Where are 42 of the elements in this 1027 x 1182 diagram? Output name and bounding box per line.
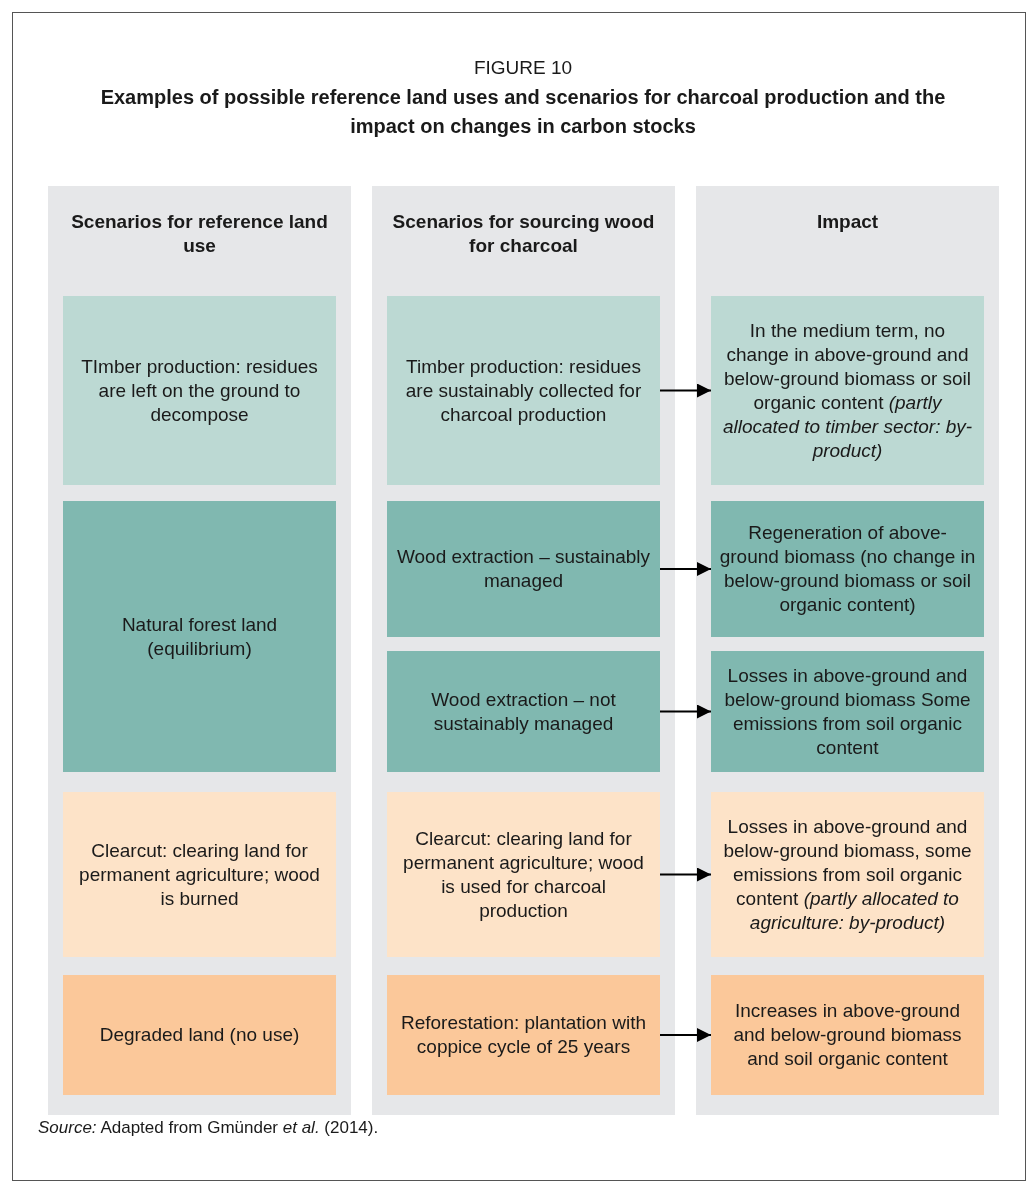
scenario-box xyxy=(711,651,984,772)
scenario-box xyxy=(63,792,336,957)
box-text: TImber production: residues are left on the ground to decompose xyxy=(80,354,319,427)
column-heading: Impact xyxy=(815,210,880,234)
arrow xyxy=(659,1028,712,1042)
arrow xyxy=(659,383,712,398)
scenario-box xyxy=(387,501,660,637)
box-text: Losses in above-ground and below-ground biomass, some emissions from soil organic content (partly allocated to agriculture: by-product) xyxy=(722,814,973,935)
box-text: In the medium term, no change in above-ground and below-ground biomass or soil organic content (partly allocated to timber sector: by-product) xyxy=(721,318,974,463)
figure-number: FIGURE 10 xyxy=(472,56,574,80)
scenario-box xyxy=(387,651,660,772)
scenario-box xyxy=(711,501,984,637)
box-text: Clearcut: clearing land for permanent agriculture; wood is used for charcoal production xyxy=(402,826,645,923)
box-text: Clearcut: clearing land for permanent agriculture; wood is burned xyxy=(78,838,321,911)
box-text: Timber production: residues are sustainably collected for charcoal production xyxy=(404,354,643,427)
column-panel xyxy=(48,186,351,1115)
scenario-box xyxy=(711,975,984,1095)
scenario-box xyxy=(63,296,336,485)
source-note: Source: Adapted from Gmünder et al. (2014). xyxy=(38,1117,379,1139)
box-text: Losses in above-ground and below-ground biomass Some emissions from soil organic content xyxy=(723,663,972,760)
scenario-box xyxy=(63,501,336,772)
scenario-box xyxy=(711,792,984,957)
column-panel xyxy=(372,186,675,1115)
box-text: Degraded land (no use) xyxy=(99,1023,300,1047)
box-text: Wood extraction – sustainably managed xyxy=(395,545,652,593)
scenario-box xyxy=(711,296,984,485)
scenario-box xyxy=(387,975,660,1095)
arrow xyxy=(659,562,712,576)
scenario-box xyxy=(387,296,660,485)
box-text: Natural forest land (equilibrium) xyxy=(120,612,279,661)
box-text: Increases in above-ground and below-ground biomass and soil organic content xyxy=(732,999,963,1071)
figure-title: Examples of possible reference land uses and scenarios for charcoal production and the impact on changes in carbon stocks xyxy=(99,85,947,139)
column-heading: Scenarios for reference land use xyxy=(70,210,329,258)
box-text: Reforestation: plantation with coppice cycle of 25 years xyxy=(399,1011,647,1059)
column-panel xyxy=(696,186,999,1115)
column-heading: Scenarios for sourcing wood for charcoal xyxy=(391,210,656,258)
arrow xyxy=(659,867,712,882)
scenario-box xyxy=(63,975,336,1095)
scenario-box xyxy=(387,792,660,957)
box-text: Wood extraction – not sustainably managed xyxy=(430,687,617,736)
box-text: Regeneration of above-ground biomass (no change in below-ground biomass or soil organic content) xyxy=(719,521,976,617)
arrow xyxy=(659,704,712,719)
